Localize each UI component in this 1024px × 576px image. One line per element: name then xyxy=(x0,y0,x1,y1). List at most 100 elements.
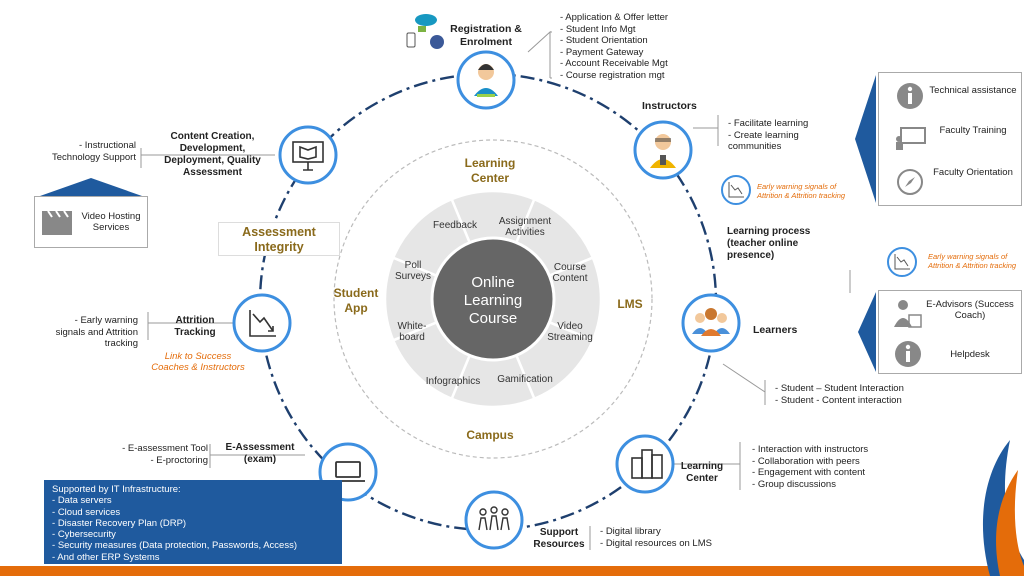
list-item: Cybersecurity xyxy=(52,529,334,540)
people-support-icon xyxy=(478,506,510,531)
learning-center-title: Learning Center xyxy=(680,461,724,484)
attrition-title: Attrition Tracking xyxy=(174,315,216,338)
learners-group-icon xyxy=(692,308,730,336)
segment-whiteboard: White-board xyxy=(397,321,427,343)
e-assessment-list: E-assessment Tool E-proctoring xyxy=(108,443,208,466)
list-item: E-proctoring xyxy=(108,455,208,467)
early-warning-node-right xyxy=(887,247,917,277)
e-assessment-title: E-Assessment (exam) xyxy=(225,442,295,465)
social-icons xyxy=(406,14,444,49)
early-warning-node-instructors xyxy=(721,175,751,205)
list-item: Student - Content interaction xyxy=(775,395,904,407)
instructor-panel-triangle xyxy=(855,75,876,203)
support-list: Digital library Digital resources on LMS xyxy=(600,526,712,549)
quadrant-student-app: Student App xyxy=(333,286,379,315)
list-item: Cloud services xyxy=(52,507,334,518)
list-item: Create learning communities xyxy=(728,130,818,153)
swoosh-orange xyxy=(996,470,1024,576)
connector-lines xyxy=(140,30,851,550)
instructors-list: Facilitate learning Create learning comm… xyxy=(728,118,818,153)
monitor-book-icon xyxy=(292,141,324,171)
presentation-icon xyxy=(896,127,926,150)
advisor-icon xyxy=(894,300,922,328)
assessment-integrity-box: Assessment Integrity xyxy=(218,222,340,256)
list-item: Data servers xyxy=(52,495,334,506)
learners-title: Learners xyxy=(753,324,798,336)
technical-assistance-label: Technical assistance xyxy=(929,85,1017,96)
instructor-support-panel: Technical assistance Faculty Training Fa… xyxy=(878,72,1022,206)
list-item: Collaboration with peers xyxy=(752,456,868,468)
it-infrastructure-box: Supported by IT Infrastructure: Data ser… xyxy=(44,480,342,564)
list-item: Payment Gateway xyxy=(560,47,668,59)
list-item: Interaction with instructors xyxy=(752,444,868,456)
list-item: Digital library xyxy=(600,526,712,538)
learner-support-panel: E-Advisors (Success Coach) Helpdesk xyxy=(878,290,1022,374)
inner-dashed-ring xyxy=(333,139,653,459)
quadrant-campus: Campus xyxy=(466,428,514,442)
instructors-title: Instructors xyxy=(642,100,697,112)
segment-feedback: Feedback xyxy=(433,220,477,231)
bottom-bar xyxy=(0,566,1024,576)
list-item: Student Info Mgt xyxy=(560,24,668,36)
segment-course-content: Course Content xyxy=(552,262,588,284)
core-line-1: Online xyxy=(471,274,515,291)
list-item: Course registration mgt xyxy=(560,70,668,82)
list-item: E-assessment Tool xyxy=(108,443,208,455)
list-item: Disaster Recovery Plan (DRP) xyxy=(52,518,334,529)
core-label: Online Learning Course xyxy=(453,274,533,328)
quadrant-learning-center: Learning Center xyxy=(464,156,516,185)
it-list: Data servers Cloud services Disaster Rec… xyxy=(52,495,334,563)
learners-list: Student – Student Interaction Student - … xyxy=(775,383,904,406)
buildings-icon xyxy=(631,449,663,479)
declining-chart-icon xyxy=(249,310,276,337)
attrition-node[interactable] xyxy=(232,293,292,353)
learner-panel-triangle xyxy=(858,292,876,372)
core-circle xyxy=(430,236,556,362)
faculty-orientation-label: Faculty Orientation xyxy=(933,167,1013,178)
support-resources-node[interactable] xyxy=(464,490,524,550)
e-advisors-label: E-Advisors (Success Coach) xyxy=(926,299,1014,321)
list-item: Student Orientation xyxy=(560,35,668,47)
segment-infographics: Infographics xyxy=(425,376,481,387)
clapperboard-icon xyxy=(42,210,72,235)
it-title: Supported by IT Infrastructure: xyxy=(52,484,181,495)
helpdesk-info-icon xyxy=(895,341,921,367)
video-hosting-label: Video Hosting Services xyxy=(81,211,141,233)
learning-center-node[interactable] xyxy=(615,434,675,494)
attrition-list: Early warning signals and Attrition trac… xyxy=(44,315,138,350)
segment-video-streaming: Video Streaming xyxy=(547,321,593,343)
list-item: Instructional Technology Support xyxy=(36,140,136,163)
attrition-link: Link to Success Coaches & Instructors xyxy=(151,351,245,373)
learning-process-label: Learning process (teacher online presenc… xyxy=(727,226,811,261)
video-hosting-panel: Video Hosting Services xyxy=(34,196,148,248)
content-title: Content Creation, Development, Deploymen… xyxy=(164,131,261,178)
list-item: Group discussions xyxy=(752,479,868,491)
list-item: Student – Student Interaction xyxy=(775,383,904,395)
content-node[interactable] xyxy=(278,125,338,185)
list-item: And other ERP Systems xyxy=(52,552,334,563)
segment-gamification: Gamification xyxy=(497,374,553,385)
support-title: Support Resources xyxy=(533,527,585,550)
core-line-3: Course xyxy=(468,310,518,327)
early-warning-instructors: Early warning signals of Attrition & Att… xyxy=(757,182,846,200)
teacher-icon xyxy=(650,134,676,168)
list-item: Facilitate learning xyxy=(728,118,818,130)
list-item: Engagement with content xyxy=(752,467,868,479)
video-hosting-triangle xyxy=(40,178,142,196)
learners-node[interactable] xyxy=(681,293,741,353)
list-item: Security measures (Data protection, Pass… xyxy=(52,540,334,551)
quadrant-lms: LMS xyxy=(617,297,643,311)
learning-center-list: Interaction with instructors Collaborati… xyxy=(752,444,868,490)
compass-icon xyxy=(897,169,923,195)
helpdesk-label: Helpdesk xyxy=(950,349,990,360)
segment-assignment: Assignment Activities xyxy=(498,216,552,238)
list-item: Digital resources on LMS xyxy=(600,538,712,550)
faculty-training-label: Faculty Training xyxy=(939,125,1007,136)
list-item: Application & Offer letter xyxy=(560,12,668,24)
segment-poll-surveys: Poll Surveys xyxy=(394,260,432,282)
core-line-2: Learning xyxy=(463,292,523,309)
list-item: Early warning signals and Attrition trac… xyxy=(44,315,138,350)
content-list: Instructional Technology Support xyxy=(36,140,136,163)
list-item: Account Receivable Mgt xyxy=(560,58,668,70)
